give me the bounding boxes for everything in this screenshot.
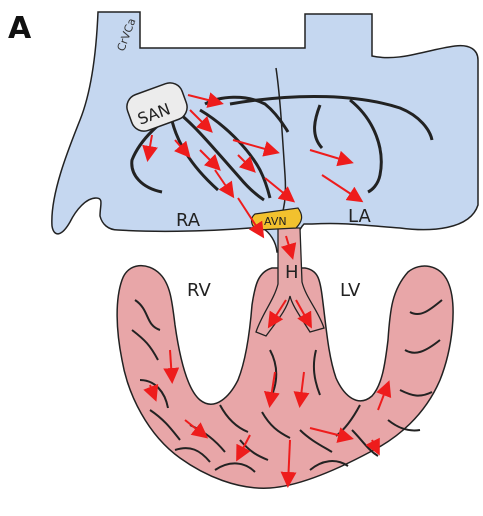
la-label: LA <box>348 206 371 227</box>
ra-label: RA <box>176 210 201 231</box>
avn-label: AVN <box>264 215 287 228</box>
his-label: H <box>285 262 299 283</box>
rv-label: RV <box>187 280 212 301</box>
panel-letter: A <box>8 11 32 46</box>
lv-label: LV <box>340 280 361 301</box>
